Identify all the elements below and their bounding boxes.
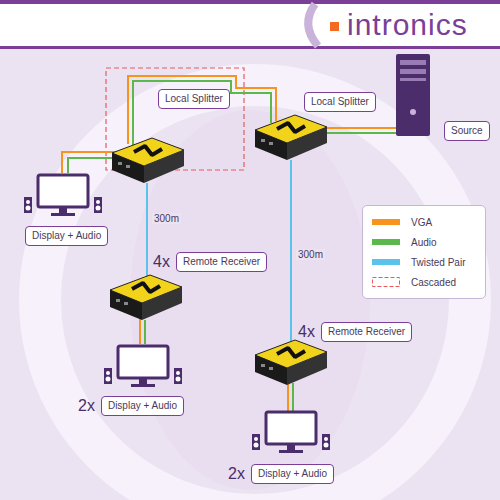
device-label: 4x Remote Receiver bbox=[153, 252, 267, 272]
legend-text: Cascaded bbox=[411, 277, 456, 288]
device-label: Local Splitter bbox=[304, 92, 376, 112]
label-text: Display + Audio bbox=[251, 464, 334, 484]
distance-label: 300m bbox=[296, 249, 325, 260]
legend-text: Audio bbox=[411, 237, 437, 248]
label-text: Display + Audio bbox=[25, 226, 108, 246]
legend-row: Twisted Pair bbox=[371, 252, 477, 272]
legend-swatch bbox=[371, 236, 401, 248]
legend-box: VGA AudioTwisted PairCascaded bbox=[362, 205, 486, 299]
device-label: Local Splitter bbox=[158, 89, 230, 109]
label-text: Local Splitter bbox=[304, 92, 376, 112]
legend-swatch bbox=[371, 216, 401, 228]
quantity-heading: 4x bbox=[153, 253, 170, 271]
brand-logo: intronics bbox=[347, 8, 468, 42]
legend-swatch bbox=[371, 276, 401, 288]
device-label: 2x Display + Audio bbox=[228, 464, 334, 484]
label-text: Display + Audio bbox=[101, 396, 184, 416]
quantity-heading: 2x bbox=[228, 465, 245, 483]
quantity-heading: 2x bbox=[78, 397, 95, 415]
label-text: Source bbox=[444, 121, 490, 141]
distance-label: 300m bbox=[152, 213, 181, 224]
device-label: Source bbox=[444, 121, 490, 141]
device-label: 4x Remote Receiver bbox=[298, 322, 412, 342]
legend-row: Cascaded bbox=[371, 272, 477, 292]
legend-swatch bbox=[371, 256, 401, 268]
device-label: 2x Display + Audio bbox=[78, 396, 184, 416]
legend-row: VGA bbox=[371, 212, 477, 232]
legend-row: Audio bbox=[371, 232, 477, 252]
label-text: Remote Receiver bbox=[176, 252, 267, 272]
label-text: Local Splitter bbox=[158, 89, 230, 109]
device-label: Display + Audio bbox=[25, 226, 108, 246]
quantity-heading: 4x bbox=[298, 323, 315, 341]
label-text: Remote Receiver bbox=[321, 322, 412, 342]
legend-text: Twisted Pair bbox=[411, 257, 465, 268]
legend-text: VGA bbox=[411, 217, 432, 228]
